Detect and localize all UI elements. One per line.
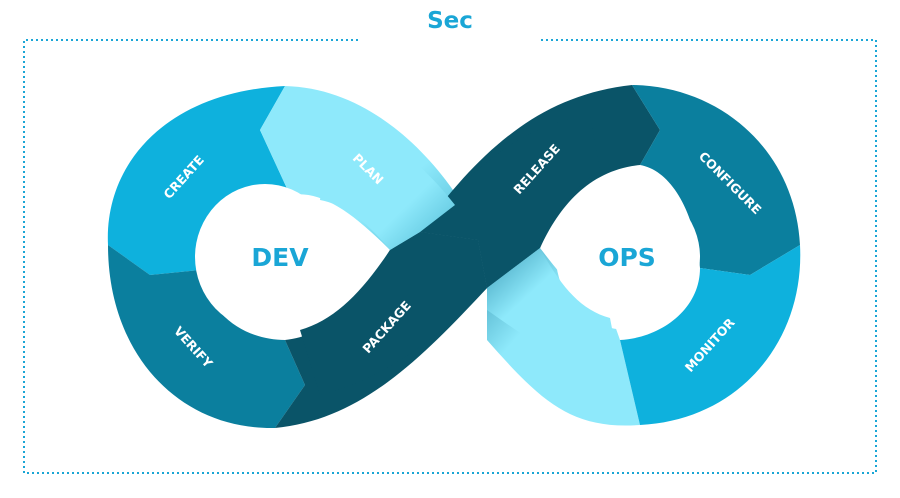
release-overlay	[420, 115, 600, 288]
package-overlay	[300, 232, 487, 395]
dev-hole	[195, 184, 335, 330]
segment-verify[interactable]	[108, 245, 305, 429]
segment-monitor[interactable]	[620, 245, 801, 425]
segment-create[interactable]	[107, 86, 290, 275]
plan-overlay	[320, 120, 455, 250]
section-title: Sec	[427, 8, 473, 34]
segment-configure[interactable]	[632, 85, 800, 275]
ops-hole	[556, 184, 700, 330]
lower-band-overlay	[487, 248, 620, 370]
ops-label: OPS	[598, 243, 656, 272]
dev-label: DEV	[251, 243, 309, 272]
